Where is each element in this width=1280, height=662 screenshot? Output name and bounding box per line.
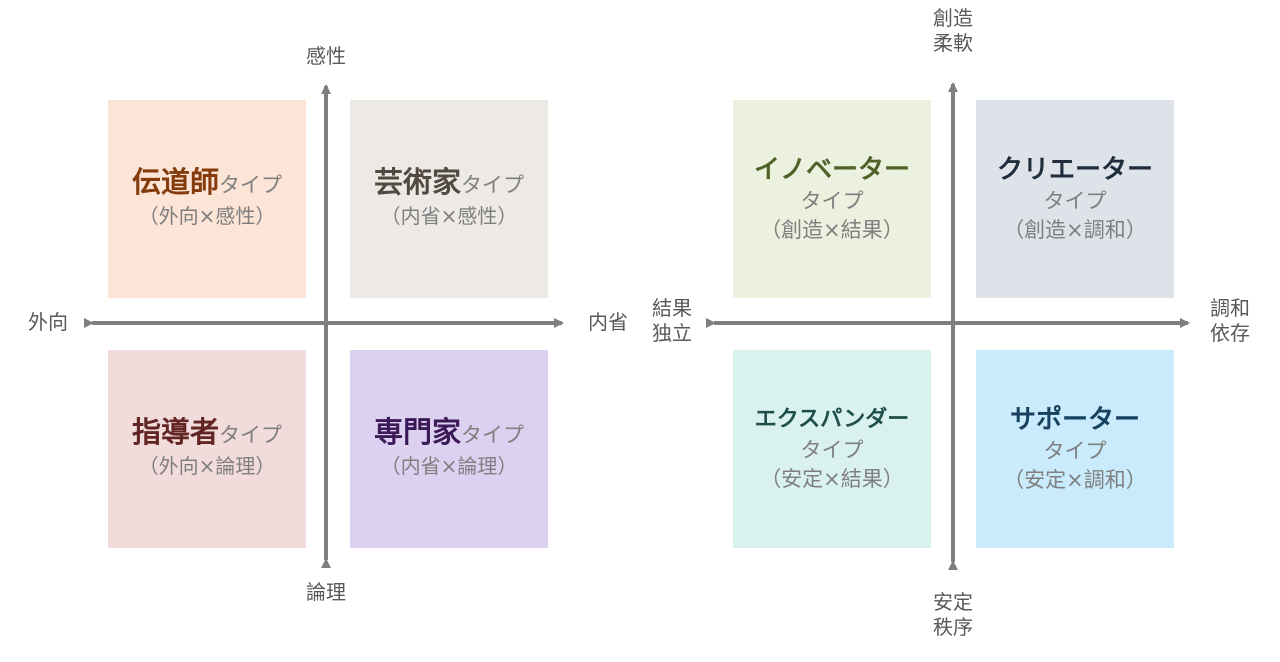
quadrant-subtitle: （内省×感性） <box>380 204 518 228</box>
quadrant-subtitle: （外向×論理） <box>138 454 276 478</box>
quadrant-suffix: タイプ <box>219 173 282 197</box>
quadrant-artist: 芸術家タイプ （内省×感性） <box>350 100 548 298</box>
quadrant-title: 芸術家タイプ <box>374 167 524 201</box>
quadrant-suffix: タイプ <box>219 423 282 447</box>
left-axis-bottom-label: 論理 <box>306 580 346 604</box>
quadrant-name: イノベーター <box>753 155 910 185</box>
quadrant-innovator: イノベーター タイプ （創造×結果） <box>733 100 931 298</box>
quadrant-title: 指導者タイプ <box>132 417 282 451</box>
quadrant-name: 芸術家 <box>373 165 461 199</box>
right-axis-right-line1: 調和 <box>1210 296 1250 320</box>
quadrant-name: 伝道師 <box>131 165 219 199</box>
quadrant-suffix: タイプ <box>1043 439 1107 463</box>
quadrant-subtitle: （内省×論理） <box>380 454 518 478</box>
right-axis-left-label: 結果 独立 <box>642 296 702 346</box>
quadrant-suffix: タイプ <box>461 173 524 197</box>
right-axis-bottom-line1: 安定 <box>933 590 973 614</box>
left-axis-top-label: 感性 <box>306 44 346 68</box>
left-axis-right-label: 内省 <box>588 310 628 334</box>
quadrant-name: クリエーター <box>996 155 1153 185</box>
quadrant-leader: 指導者タイプ （外向×論理） <box>108 350 306 548</box>
quadrant-suffix: タイプ <box>800 189 864 213</box>
quadrant-name: エクスパンダー <box>754 407 910 432</box>
quadrant-name: 専門家 <box>373 415 461 449</box>
quadrant-suffix: タイプ <box>461 423 524 447</box>
right-axis-top-line1: 創造 <box>933 6 973 30</box>
right-axis-right-label: 調和 依存 <box>1200 296 1260 346</box>
quadrant-creator: クリエーター タイプ （創造×調和） <box>976 100 1174 298</box>
right-axis-right-line2: 依存 <box>1210 321 1250 345</box>
quadrant-missionary: 伝道師タイプ （外向×感性） <box>108 100 306 298</box>
quadrant-name: サポーター <box>1009 405 1140 435</box>
right-axis-bottom-line2: 秩序 <box>933 615 973 639</box>
quadrant-name: 指導者 <box>131 415 219 449</box>
right-axis-top-line2: 柔軟 <box>933 31 973 55</box>
quadrant-specialist: 専門家タイプ （内省×論理） <box>350 350 548 548</box>
quadrant-expander: エクスパンダー タイプ （安定×結果） <box>733 350 931 548</box>
quadrant-title: 専門家タイプ <box>374 417 524 451</box>
right-axis-left-line2: 独立 <box>652 321 692 345</box>
quadrant-subtitle: （創造×結果） <box>760 218 904 242</box>
right-axis-left-line1: 結果 <box>652 296 692 320</box>
right-axis-top-label: 創造 柔軟 <box>918 6 988 56</box>
quadrant-suffix: タイプ <box>1043 189 1107 213</box>
quadrant-subtitle: （安定×調和） <box>1003 468 1147 492</box>
quadrant-subtitle: （安定×結果） <box>760 467 904 491</box>
right-axis-bottom-label: 安定 秩序 <box>918 590 988 640</box>
quadrant-suffix: タイプ <box>800 438 864 462</box>
quadrant-subtitle: （外向×感性） <box>138 204 276 228</box>
quadrant-supporter: サポーター タイプ （安定×調和） <box>976 350 1174 548</box>
quadrant-subtitle: （創造×調和） <box>1003 218 1147 242</box>
quadrant-title: 伝道師タイプ <box>132 167 282 201</box>
left-axis-left-label: 外向 <box>28 310 68 334</box>
